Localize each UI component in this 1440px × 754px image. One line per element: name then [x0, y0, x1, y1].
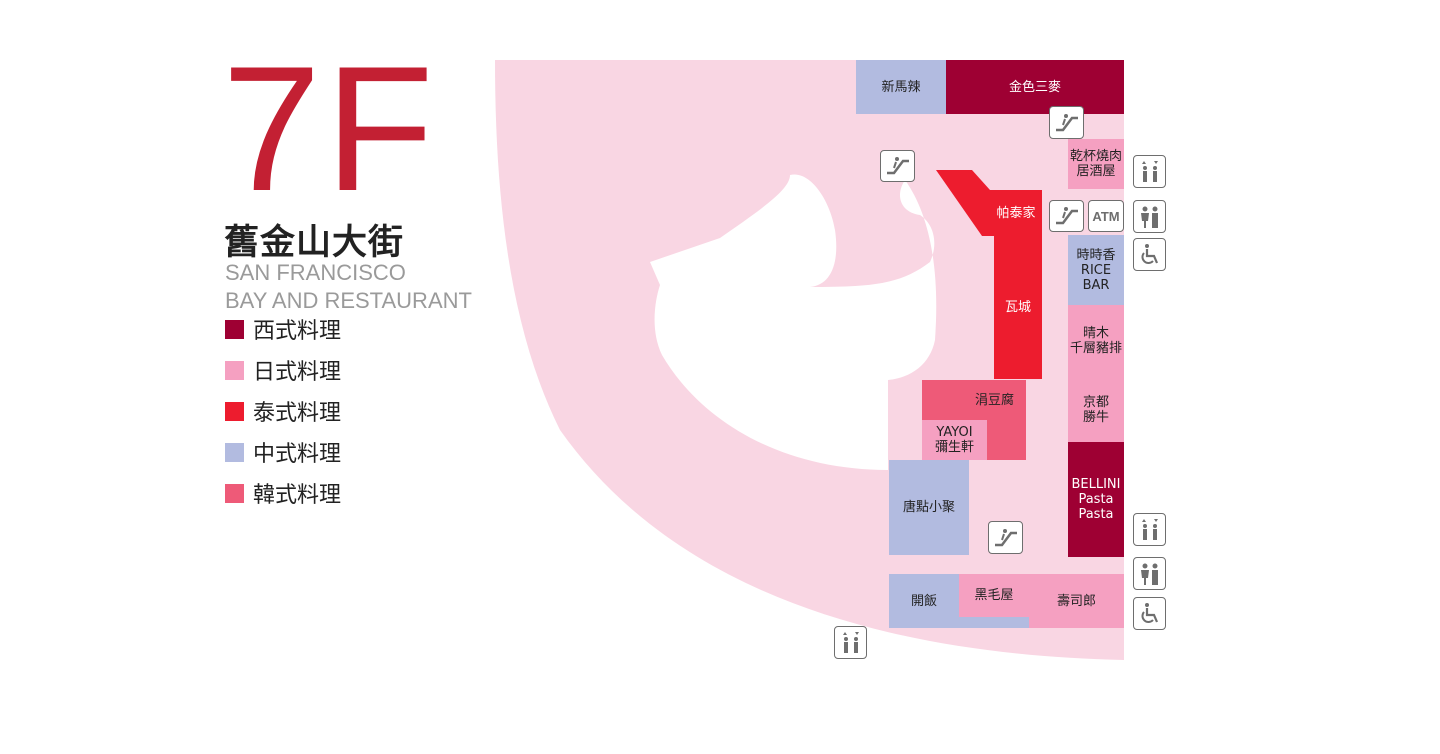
elevator-icon [1133, 155, 1166, 188]
restroom-icon [1133, 200, 1166, 233]
restroom-icon [1133, 557, 1166, 590]
legend-item-thai: 泰式料理 [225, 398, 342, 426]
legend-item-western: 西式料理 [225, 316, 342, 344]
legend-swatch-korean [225, 483, 244, 503]
atm-icon: ATM [1088, 200, 1124, 232]
cuisine-legend: 西式料理 日式料理 泰式料理 中式料理 韓式料理 [225, 316, 341, 521]
store-jingdu[interactable]: 京都 勝牛 [1068, 377, 1124, 442]
store-bellini[interactable]: BELLINI Pasta Pasta [1068, 442, 1124, 557]
elevator-icon [1133, 513, 1166, 546]
store-qianbei[interactable]: 乾杯燒肉 居酒屋 [1068, 139, 1124, 189]
store-xinmala[interactable]: 新馬辣 [856, 60, 946, 114]
legend-label-thai: 泰式料理 [253, 401, 342, 426]
store-shishixiang[interactable]: 時時香 RICE BAR [1068, 235, 1124, 305]
store-wacheng[interactable]: 瓦城 [994, 236, 1042, 379]
store-yayoi[interactable]: YAYOI 彌生軒 [922, 420, 987, 460]
legend-label-western: 西式料理 [253, 319, 342, 344]
escalator-icon [1049, 200, 1084, 232]
store-heimaowu-strip [959, 617, 1029, 628]
store-heimaowu[interactable]: 黑毛屋 [959, 574, 1029, 617]
legend-swatch-chinese [225, 442, 244, 462]
legend-item-japanese: 日式料理 [225, 357, 342, 385]
legend-label-chinese: 中式料理 [253, 442, 342, 467]
floor-number: 7F [222, 29, 438, 228]
area-title-english: SAN FRANCISCO BAY AND RESTAURANT [225, 259, 472, 315]
store-juandoufu-lower [987, 420, 1026, 460]
area-title-english-line1: SAN FRANCISCO [225, 260, 406, 285]
store-jinse-sanmai[interactable]: 金色三麥 [946, 60, 1124, 114]
store-qingmu[interactable]: 晴木 千層豬排 [1068, 305, 1124, 377]
escalator-icon [1049, 106, 1084, 139]
legend-label-korean: 韓式料理 [253, 483, 342, 508]
store-juandoufu[interactable]: 涓豆腐 [922, 380, 1026, 420]
atm-label: ATM [1092, 208, 1120, 224]
escalator-icon [880, 150, 915, 182]
thai-block-shape [936, 170, 990, 236]
wheelchair-icon [1133, 238, 1166, 271]
elevator-icon [834, 626, 867, 659]
store-shousilang[interactable]: 壽司郎 [1029, 574, 1124, 628]
atrium-void [650, 174, 937, 470]
legend-label-japanese: 日式料理 [253, 360, 342, 385]
legend-swatch-japanese [225, 360, 244, 380]
escalator-icon [988, 521, 1023, 554]
legend-swatch-thai [225, 401, 244, 421]
legend-swatch-western [225, 319, 244, 339]
store-tangdian[interactable]: 唐點小聚 [889, 460, 969, 555]
legend-item-chinese: 中式料理 [225, 439, 342, 467]
area-title-english-line2: BAY AND RESTAURANT [225, 288, 472, 313]
area-title-chinese: 舊金山大街 [224, 223, 405, 263]
legend-item-korean: 韓式料理 [225, 480, 342, 508]
store-patai[interactable]: 帕泰家 [990, 190, 1042, 236]
store-kaifan[interactable]: 開飯 [889, 574, 959, 628]
wheelchair-icon [1133, 597, 1166, 630]
